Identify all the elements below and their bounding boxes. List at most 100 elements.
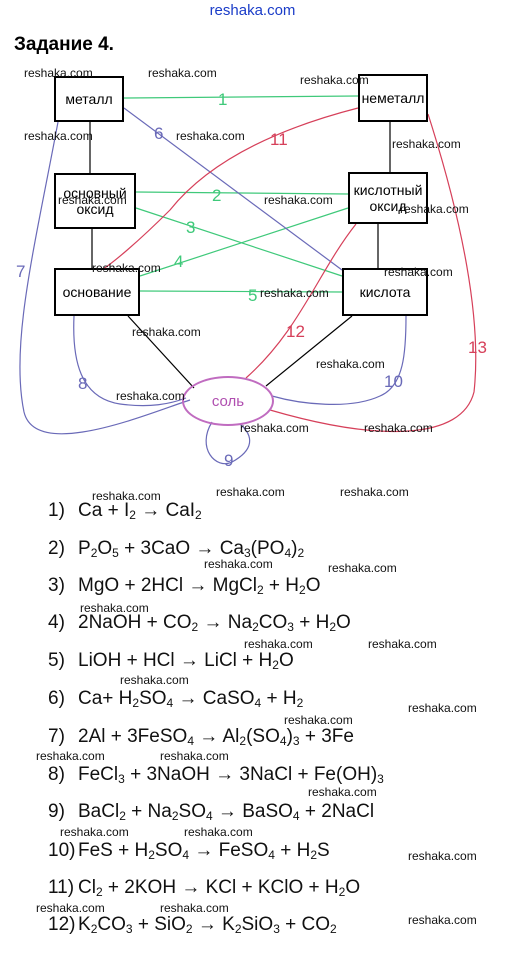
equation-text: → CaSO — [173, 688, 255, 709]
equation-subscript: 2 — [239, 734, 247, 748]
equation-subscript: 2 — [296, 696, 304, 710]
watermark: reshaka.com — [116, 389, 185, 403]
equation-text: SiO — [241, 914, 274, 935]
equation-text: K — [78, 914, 91, 935]
link-number-5: 5 — [248, 286, 258, 305]
equation-text: O — [336, 612, 351, 633]
link-number-6: 6 — [154, 124, 164, 143]
equation-subscript: 2 — [310, 848, 317, 862]
equation-3: 3)MgO + 2HCl → MgCl2 + H2O — [48, 575, 320, 597]
equation-4: 4)2NaOH + CO2 → Na2CO3 + H2O — [48, 612, 351, 634]
equation-text: + H — [261, 688, 297, 709]
link-4 — [139, 207, 349, 277]
equation-6: 6)Ca+ H2SO4 → CaSO4 + H2 — [48, 688, 303, 710]
site-header-link[interactable]: reshaka.com — [209, 2, 296, 19]
equation-7: 7)2Al + 3FeSO4 → Al2(SO4)3 + 3Fe — [48, 726, 354, 748]
equation-subscript: 2 — [297, 546, 305, 560]
link-7 — [19, 121, 191, 435]
equation-subscript: 3 — [377, 772, 384, 786]
equation-subscript: 2 — [171, 809, 179, 823]
watermark: reshaka.com — [316, 357, 385, 371]
equation-subscript: 4 — [182, 848, 190, 862]
equation-text: FeS + H — [78, 840, 149, 861]
equation-subscript: 2 — [132, 696, 140, 710]
line-base-salt — [127, 315, 195, 389]
watermark: reshaka.com — [132, 325, 201, 339]
watermark: reshaka.com — [400, 202, 469, 216]
equation-number: 10) — [48, 840, 76, 861]
watermark: reshaka.com — [36, 749, 105, 763]
watermark: reshaka.com — [204, 557, 273, 571]
equation-text: (PO — [250, 538, 285, 559]
equation-subscript: 2 — [338, 885, 346, 899]
equation-text: (SO — [246, 726, 280, 747]
equation-number: 8) — [48, 764, 65, 785]
equation-text: + Na — [125, 801, 172, 822]
watermark: reshaka.com — [392, 137, 461, 151]
equation-text: CO — [97, 914, 126, 935]
link-number-11: 11 — [270, 130, 288, 149]
watermark: reshaka.com — [340, 485, 409, 499]
equation-text: O — [345, 877, 361, 898]
equation-1: 1)Ca + I2 → CaI2 — [48, 500, 202, 522]
equation-2: 2)P2O5 + 3CaO → Ca3(PO4)2 — [48, 538, 304, 560]
link-9 — [205, 421, 251, 465]
watermark: reshaka.com — [364, 421, 433, 435]
equation-text: S — [317, 840, 330, 861]
equation-text: + CO — [279, 914, 331, 935]
equation-subscript: 2 — [191, 620, 199, 634]
link-11 — [97, 107, 359, 273]
equation-subscript: 4 — [292, 809, 300, 823]
equation-text: ) — [291, 538, 298, 559]
equation-text: Ca+ H — [78, 688, 133, 709]
equation-subscript: 3 — [118, 772, 125, 786]
equation-subscript: 2 — [256, 583, 264, 597]
watermark: reshaka.com — [300, 73, 369, 87]
watermark: reshaka.com — [240, 421, 309, 435]
equation-text: → Na — [198, 612, 253, 633]
ellipse-salt: соль — [182, 376, 274, 426]
watermark: reshaka.com — [368, 637, 437, 651]
equation-10: 10)FeS + H2SO4 → FeSO4 + H2S — [48, 840, 330, 862]
equation-text: + 3NaOH → 3NaCl + Fe(OH) — [124, 764, 378, 785]
equation-number: 4) — [48, 612, 65, 633]
equation-number: 7) — [48, 726, 65, 747]
equation-text: SO — [139, 688, 167, 709]
equation-number: 5) — [48, 650, 65, 671]
equation-subscript: 2 — [185, 922, 193, 936]
equation-text: + H — [293, 612, 330, 633]
watermark: reshaka.com — [36, 901, 105, 915]
link-number-13: 13 — [468, 338, 487, 357]
equation-text: + 2NaCl — [299, 801, 375, 822]
equation-text: Cl — [78, 877, 96, 898]
link-number-8: 8 — [78, 374, 88, 393]
equation-text: 2Al + 3FeSO — [78, 726, 188, 747]
equation-subscript: 2 — [234, 922, 242, 936]
equation-subscript: 2 — [119, 809, 126, 823]
link-number-12: 12 — [286, 322, 305, 341]
watermark: reshaka.com — [308, 785, 377, 799]
equation-number: 12) — [48, 914, 76, 935]
equation-text: FeCl — [78, 764, 119, 785]
link-10 — [271, 315, 407, 405]
equation-number: 6) — [48, 688, 65, 709]
watermark: reshaka.com — [120, 673, 189, 687]
equation-number: 11) — [48, 877, 75, 898]
equation-number: 2) — [48, 538, 65, 559]
equation-text: O — [278, 650, 294, 671]
equation-text: P — [78, 538, 91, 559]
link-2 — [135, 191, 349, 195]
equation-subscript: 2 — [90, 546, 98, 560]
equation-text: LiOH + HCl → LiCl + H — [78, 650, 273, 671]
equation-subscript: 4 — [284, 546, 292, 560]
equation-subscript: 4 — [268, 848, 275, 862]
equation-9: 9)BaCl2 + Na2SO4 → BaSO4 + 2NaCl — [48, 801, 374, 823]
box-acidic-oxide: кислотный оксид — [348, 172, 428, 224]
equation-text: Ca + I — [78, 500, 130, 521]
box-basic-oxide: основный оксид — [54, 173, 136, 229]
equation-subscript: 3 — [125, 922, 133, 936]
watermark: reshaka.com — [80, 601, 149, 615]
equation-text: CO — [258, 612, 288, 633]
equation-subscript: 2 — [329, 620, 336, 634]
equation-text: 2NaOH + CO — [78, 612, 192, 633]
